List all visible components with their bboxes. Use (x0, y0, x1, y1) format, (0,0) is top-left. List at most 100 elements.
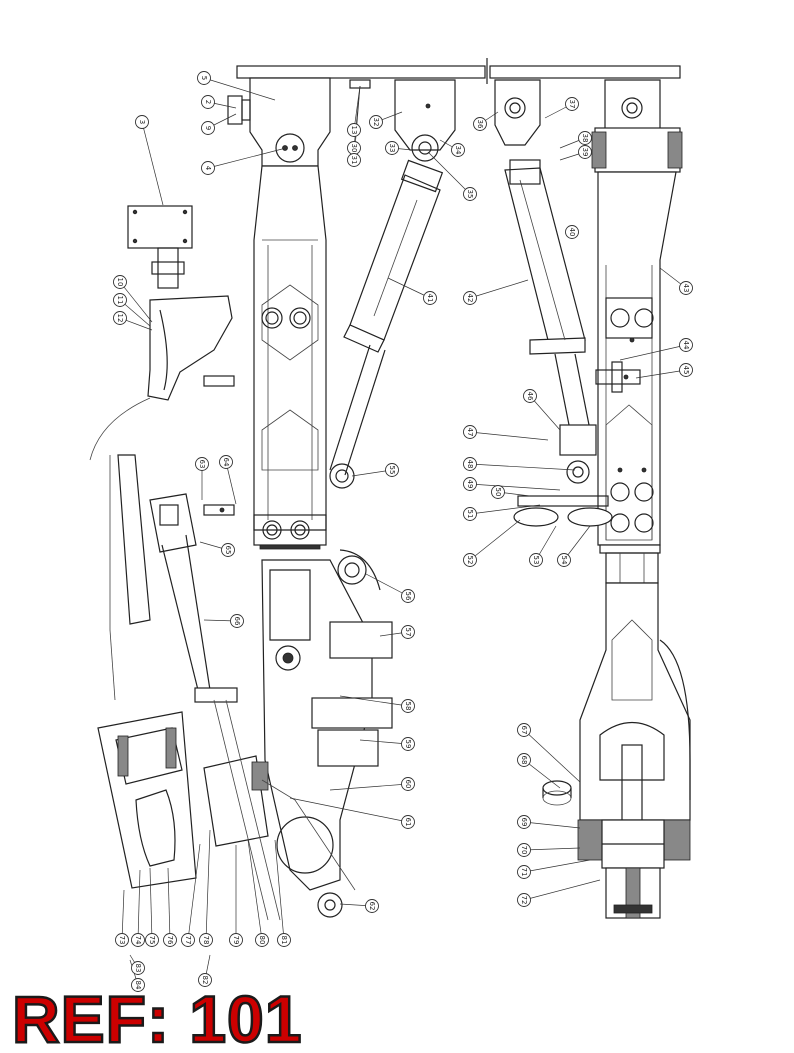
left-tilt-cylinder (329, 159, 444, 489)
callout-balloon: 47 (463, 425, 477, 439)
callout-leader-line (469, 483, 561, 491)
callout-number: 59 (404, 740, 412, 749)
callout-balloon: 37 (565, 97, 579, 111)
callout-leader-line (523, 759, 561, 789)
callout-number: 60 (404, 780, 412, 789)
callout-balloon: 38 (578, 131, 592, 145)
callout-balloon: 58 (401, 699, 415, 713)
callout-number: 48 (466, 460, 474, 469)
callout-number: 32 (372, 118, 380, 127)
reference-label: REF: 101 (11, 982, 303, 1053)
callout-number: 83 (134, 964, 142, 973)
callout-number: 77 (184, 936, 192, 945)
right-cylinder (504, 159, 597, 484)
callout-number: 5 (200, 76, 208, 80)
callout-number: 50 (494, 488, 502, 497)
callout-balloon: 9 (201, 121, 215, 135)
callout-balloon: 57 (401, 625, 415, 639)
callout-balloon: 39 (578, 145, 592, 159)
callout-balloon: 65 (221, 543, 235, 557)
callout-balloon: 50 (491, 485, 505, 499)
callout-number: 63 (198, 460, 206, 469)
callout-number: 34 (454, 146, 462, 155)
callout-number: 4 (204, 166, 212, 171)
callout-leader-line (137, 869, 141, 941)
callout-leader-line (247, 839, 263, 941)
callout-balloon: 64 (219, 455, 233, 469)
callout-number: 46 (526, 392, 534, 401)
callout-number: 39 (581, 148, 589, 157)
callout-leader-line (469, 519, 521, 561)
callout-balloon: 82 (198, 973, 212, 987)
callout-number: 40 (568, 228, 576, 237)
callout-balloon: 62 (365, 899, 379, 913)
callout-number: 80 (258, 936, 266, 945)
callout-balloon: 32 (369, 115, 383, 129)
callout-number: 51 (466, 510, 474, 519)
callout-number: 49 (466, 480, 474, 489)
callout-number: 3 (138, 120, 146, 124)
callout-number: 69 (520, 818, 528, 827)
callout-number: 72 (520, 896, 528, 905)
callout-number: 30 (350, 144, 358, 153)
callout-number: 54 (560, 556, 568, 565)
callout-balloon: 10 (113, 275, 127, 289)
top-mounting-plate (236, 58, 681, 84)
callout-leader-line (469, 504, 541, 515)
callout-balloon: 56 (401, 589, 415, 603)
callout-balloon: 70 (517, 843, 531, 857)
callout-balloon: 80 (255, 933, 269, 947)
callout-number: 70 (520, 846, 528, 855)
callout-leader-line (469, 279, 529, 299)
callout-balloon: 41 (423, 291, 437, 305)
callout-number: 42 (466, 294, 474, 303)
callout-number: 36 (476, 120, 484, 129)
callout-balloon: 72 (517, 893, 531, 907)
callout-balloon: 55 (385, 463, 399, 477)
callout-leader-line (563, 525, 591, 561)
callout-balloon: 69 (517, 815, 531, 829)
callout-balloon: 81 (277, 933, 291, 947)
left-exploded-column (89, 397, 238, 703)
callout-number: 35 (466, 190, 474, 199)
callout-leader-line (187, 843, 201, 941)
callout-number: 47 (466, 428, 474, 437)
callout-balloon: 83 (131, 961, 145, 975)
callout-balloon: 48 (463, 457, 477, 471)
callout-balloon: 30 (347, 141, 361, 155)
callout-balloon: 2 (201, 95, 215, 109)
callout-balloon: 84 (131, 978, 145, 992)
callout-balloon: 76 (163, 933, 177, 947)
callout-balloon: 5 (197, 71, 211, 85)
callout-balloon: 51 (463, 507, 477, 521)
callout-leader-line (365, 573, 409, 597)
callout-balloon: 43 (679, 281, 693, 295)
callout-number: 81 (280, 936, 288, 945)
callout-balloon: 34 (451, 143, 465, 157)
callout-leader-line (523, 847, 581, 851)
callout-balloon: 68 (517, 753, 531, 767)
callout-balloon: 12 (113, 311, 127, 325)
callout-number: 10 (116, 278, 124, 287)
callout-leader-line (523, 879, 601, 901)
callout-leader-line (274, 839, 285, 941)
callout-balloon: 60 (401, 777, 415, 791)
callout-number: 52 (466, 556, 474, 565)
callout-leader-line (529, 395, 561, 431)
callout-balloon: 44 (679, 338, 693, 352)
callout-leader-line (289, 797, 409, 823)
callout-balloon: 46 (523, 389, 537, 403)
callout-balloon: 77 (181, 933, 195, 947)
callout-balloon: 11 (113, 293, 127, 307)
callout-number: 84 (134, 981, 142, 990)
callout-leader-line (167, 867, 171, 941)
callout-number: 65 (224, 546, 232, 555)
callout-balloon: 63 (195, 457, 209, 471)
callout-number: 57 (404, 628, 412, 637)
callout-number: 73 (118, 936, 126, 945)
callout-number: 74 (134, 936, 142, 945)
left-lower-swing-arm (261, 549, 393, 918)
